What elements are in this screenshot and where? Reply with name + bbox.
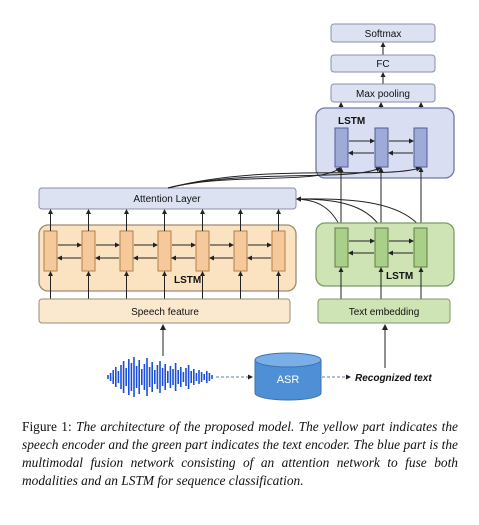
attention-to-fusion-curve-1	[167, 167, 341, 189]
speech-lstm-cell	[157, 230, 172, 272]
softmax-label: Softmax	[365, 29, 402, 40]
attention-to-fusion-curve-2	[167, 167, 381, 189]
speech-lstm-cell	[195, 230, 210, 272]
speech-feature-label: Speech feature	[131, 307, 199, 318]
fusion-lstm-label: LSTM	[338, 116, 365, 127]
asr-cylinder	[254, 352, 322, 401]
architecture-diagram: Softmax FC Max pooling LSTM Attention La…	[38, 23, 455, 401]
text-embedding-label: Text embedding	[349, 307, 420, 318]
speech-waveform	[107, 357, 213, 397]
fc-label: FC	[376, 59, 389, 70]
caption-body: The architecture of the proposed model. …	[22, 419, 458, 488]
fusion-lstm-cell-3	[413, 127, 428, 168]
text-lstm-cell-1	[334, 227, 349, 268]
waveform-trace	[107, 357, 213, 397]
speech-lstm-cell	[271, 230, 286, 272]
attention-layer-box	[38, 187, 297, 210]
fusion-lstm-cell-2	[374, 127, 389, 168]
speech-lstm-cell	[81, 230, 96, 272]
speech-lstm-label: LSTM	[174, 275, 201, 286]
fusion-lstm-cell-1	[334, 127, 349, 168]
speech-lstm-cells	[43, 209, 286, 299]
attention-layer-label: Attention Layer	[133, 194, 201, 205]
recognized-text-label: Recognized text	[355, 373, 432, 384]
speech-lstm-cell	[43, 230, 58, 272]
text-lstm-label: LSTM	[386, 271, 413, 282]
caption-prefix: Figure 1:	[22, 419, 77, 434]
text-lstm-cell-2	[374, 227, 389, 268]
attention-to-fusion-curve-3	[167, 166, 421, 189]
maxpool-label: Max pooling	[356, 89, 410, 100]
text-embedding-box	[317, 298, 451, 324]
text-to-attention-curve-3	[296, 196, 422, 229]
speech-feature-box	[38, 298, 291, 324]
figure-caption: Figure 1: The architecture of the propos…	[22, 418, 458, 490]
speech-lstm-cell	[233, 230, 248, 272]
asr-label: ASR	[277, 374, 300, 386]
text-lstm-cell-3	[413, 227, 428, 268]
speech-lstm-cell	[119, 230, 134, 272]
